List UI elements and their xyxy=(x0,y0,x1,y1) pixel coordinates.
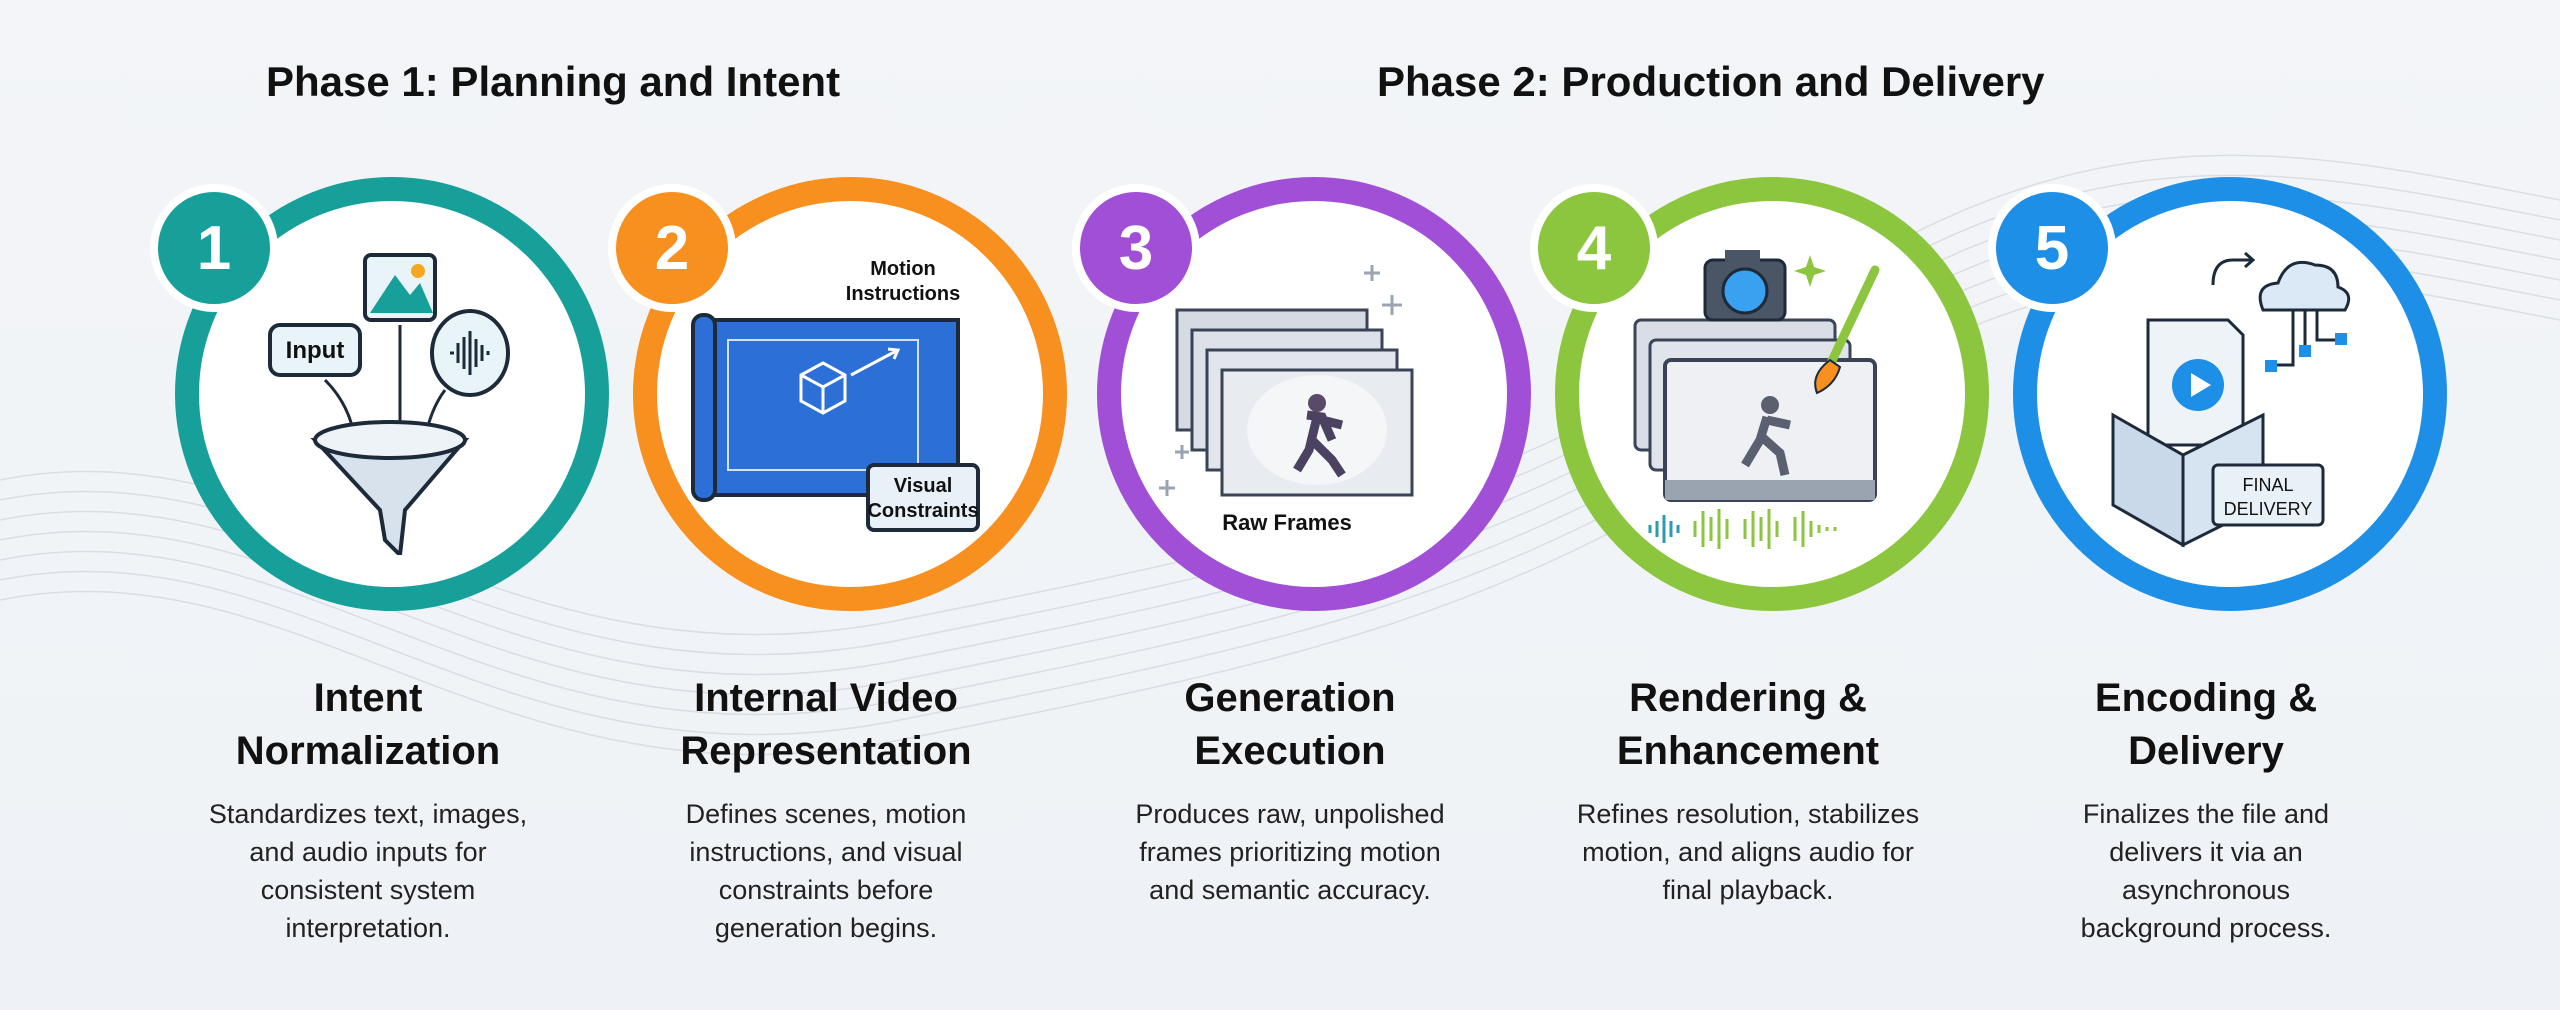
title-line: Encoding & xyxy=(2094,676,2318,720)
step-description: Standardizes text, images, and audio inpu… xyxy=(138,795,598,947)
desc-line: Defines scenes, motion xyxy=(685,799,967,829)
blueprint-icon: Motion Instructions Visual Constraints xyxy=(691,258,980,532)
desc-line: Standardizes text, images, xyxy=(208,799,528,829)
step-description: Defines scenes, motion instructions, and … xyxy=(596,795,1056,947)
title-line: Internal Video xyxy=(694,676,958,720)
step-number-badge: 5 xyxy=(1988,184,2116,312)
camera-brush-render-icon xyxy=(1633,250,1880,549)
desc-line: final playback. xyxy=(1662,875,1834,905)
desc-line: constraints before xyxy=(718,875,934,905)
step-title: Encoding & Delivery xyxy=(1976,672,2436,778)
desc-line: Produces raw, unpolished xyxy=(1135,799,1445,829)
step-description: Refines resolution, stabilizes motion, an… xyxy=(1518,795,1978,909)
title-line: Execution xyxy=(1194,729,1386,773)
step-number-badge: 1 xyxy=(150,184,278,312)
desc-line: frames prioritizing motion xyxy=(1139,837,1441,867)
desc-line: and audio inputs for xyxy=(249,837,487,867)
step-4-rendering-enhancement: 4 Rendering & Enhancement Refines resolut… xyxy=(1530,0,2000,1010)
motion-label: Motion xyxy=(870,258,936,280)
step-description: Produces raw, unpolished frames prioritiz… xyxy=(1060,795,1520,909)
raw-frames-label: Raw Frames xyxy=(1222,510,1352,535)
step-description: Finalizes the file and delivers it via an… xyxy=(1976,795,2436,947)
delivery-label: DELIVERY xyxy=(2224,499,2313,519)
phase-1-heading: Phase 1: Planning and Intent xyxy=(266,58,841,105)
desc-line: and semantic accuracy. xyxy=(1149,875,1431,905)
desc-line: generation begins. xyxy=(714,913,938,943)
step-5-encoding-delivery: 5 FINAL DELIVERY Encoding & Delivery Fina… xyxy=(1988,0,2458,1010)
title-line: Generation xyxy=(1184,676,1396,720)
step-number-badge: 2 xyxy=(608,184,736,312)
title-line: Normalization xyxy=(235,729,501,773)
title-line: Intent xyxy=(313,676,423,720)
funnel-inputs-icon: Input xyxy=(268,253,510,555)
desc-line: Finalizes the file and xyxy=(2082,799,2330,829)
title-line: Rendering & xyxy=(1629,676,1867,720)
title-line: Enhancement xyxy=(1616,729,1880,773)
title-line: Representation xyxy=(680,729,972,773)
raw-frames-icon: Raw Frames xyxy=(1159,265,1414,535)
visual-label: Visual xyxy=(894,475,953,497)
desc-line: interpretation. xyxy=(285,913,451,943)
step-number-badge: 3 xyxy=(1072,184,1200,312)
delivery-box-cloud-icon: FINAL DELIVERY xyxy=(2111,251,2351,548)
step-2-internal-video-representation: 2 Motion Instructions Visual Constraints… xyxy=(608,0,1078,1010)
desc-line: delivers it via an xyxy=(2109,837,2303,867)
desc-line: instructions, and visual xyxy=(689,837,963,867)
desc-line: consistent system xyxy=(260,875,476,905)
instructions-label: Instructions xyxy=(846,283,960,305)
phase-2-heading: Phase 2: Production and Delivery xyxy=(1377,58,2045,105)
step-title: Rendering & Enhancement xyxy=(1518,672,1978,778)
desc-line: asynchronous xyxy=(2121,875,2291,905)
constraints-label: Constraints xyxy=(867,500,978,522)
desc-line: Refines resolution, stabilizes xyxy=(1576,799,1920,829)
input-label: Input xyxy=(286,337,345,364)
step-number-badge: 4 xyxy=(1530,184,1658,312)
title-line: Delivery xyxy=(2128,729,2284,773)
desc-line: motion, and aligns audio for xyxy=(1582,837,1914,867)
desc-line: background process. xyxy=(2080,913,2332,943)
final-label: FINAL xyxy=(2242,475,2293,495)
